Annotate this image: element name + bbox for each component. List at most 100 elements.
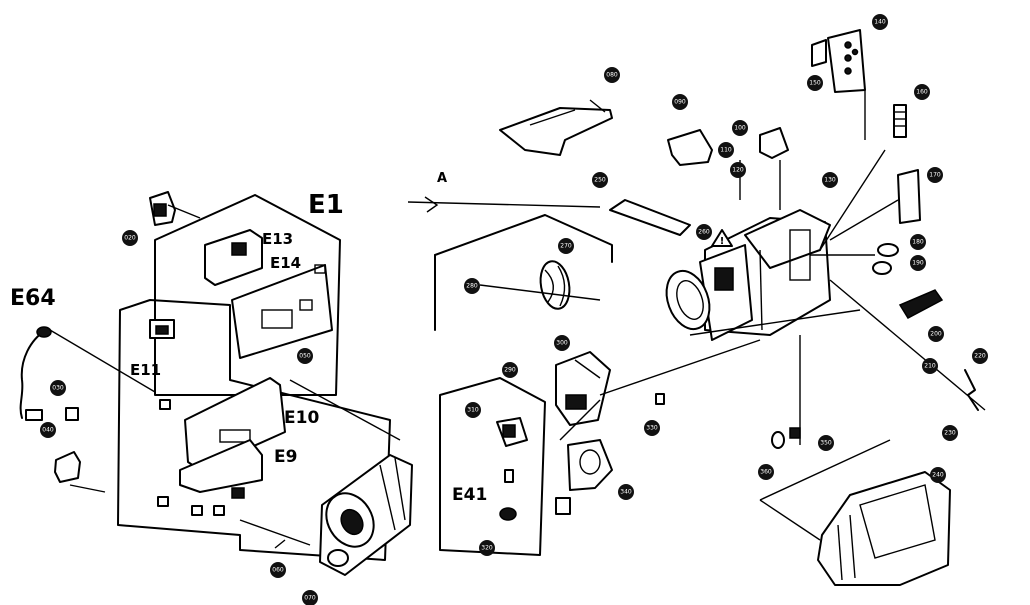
clip-a [877, 243, 899, 257]
small-part-c [213, 505, 225, 516]
label-e10: E10 [284, 408, 319, 428]
svg-text:330: 330 [646, 425, 658, 432]
label-e13: E13 [262, 230, 293, 248]
callout: 080 [604, 67, 620, 83]
e14-component-2 [299, 299, 313, 311]
svg-text:130: 130 [824, 177, 836, 184]
svg-text:140: 140 [874, 19, 886, 26]
warning-triangle [711, 229, 733, 247]
callout: 340 [618, 484, 634, 500]
callout: 020 [122, 230, 138, 246]
grip-part [539, 260, 571, 310]
svg-text:100: 100 [734, 125, 746, 132]
e41-part [496, 417, 528, 521]
svg-text:150: 150 [809, 80, 821, 87]
battery-contact [54, 451, 81, 483]
top-connector [149, 191, 176, 226]
reference-labels: E1 E13 E14 E64 E11 E10 E9 E41 A [10, 171, 487, 505]
callout: 140 [872, 14, 888, 30]
svg-text:290: 290 [504, 367, 516, 374]
right-assembly: ! [407, 29, 986, 586]
svg-text:240: 240 [932, 472, 944, 479]
small-part-b [191, 505, 203, 516]
callout: 060 [270, 562, 286, 578]
svg-text:160: 160 [916, 89, 928, 96]
e14-component-3 [314, 264, 326, 274]
svg-text:280: 280 [466, 283, 478, 290]
svg-text:220: 220 [974, 353, 986, 360]
clip-b [872, 261, 892, 275]
svg-text:180: 180 [912, 239, 924, 246]
e10-component [219, 429, 251, 443]
svg-text:080: 080 [606, 72, 618, 79]
e14-component [261, 309, 293, 329]
e41-subpanel-outline [439, 377, 546, 556]
e14-circuit-board [231, 264, 333, 359]
label-e11: E11 [130, 361, 161, 379]
lower-lens-block [555, 439, 613, 515]
e64-cable [19, 326, 52, 421]
callout: 180 [910, 234, 926, 250]
e9-board [179, 439, 263, 493]
e11-switch-knob [155, 325, 169, 335]
svg-text:320: 320 [481, 545, 493, 552]
top-bracket-plate [499, 99, 613, 156]
callout: 230 [942, 425, 958, 441]
callout: 160 [914, 84, 930, 100]
callout: 300 [554, 335, 570, 351]
callout: 200 [928, 326, 944, 342]
svg-text:340: 340 [620, 489, 632, 496]
left-assembly [19, 191, 413, 576]
a-leader [407, 201, 601, 208]
callout-bubbles: 020 030 040 050 060 070 080 090 100 110 … [40, 14, 988, 605]
callout: 270 [558, 238, 574, 254]
svg-text:030: 030 [52, 385, 64, 392]
label-e1: E1 [308, 190, 344, 220]
svg-text:360: 360 [760, 469, 772, 476]
callout: 130 [822, 172, 838, 188]
callout: 110 [718, 142, 734, 158]
speaker-housing [319, 454, 413, 576]
e13-chip [231, 242, 247, 256]
screw-b [789, 427, 801, 439]
callout: 310 [465, 402, 481, 418]
small-part-d [231, 487, 245, 499]
spring [964, 369, 979, 411]
callout: 220 [972, 348, 988, 364]
label-e14: E14 [270, 254, 301, 272]
svg-text:350: 350 [820, 440, 832, 447]
callout: 090 [672, 94, 688, 110]
screw-c [771, 431, 785, 449]
svg-text:200: 200 [930, 331, 942, 338]
svg-text:070: 070 [304, 595, 316, 602]
svg-text:090: 090 [674, 99, 686, 106]
callout: 360 [758, 464, 774, 480]
callout: 040 [40, 422, 56, 438]
camera-chassis: ! [665, 209, 831, 341]
connector-right [759, 127, 789, 159]
left-leader-lines [49, 204, 401, 549]
callout: 350 [818, 435, 834, 451]
top-right-board [811, 29, 866, 93]
small-cube [65, 407, 79, 421]
callout: 150 [807, 75, 823, 91]
svg-text:190: 190 [912, 260, 924, 267]
callout: 070 [302, 590, 318, 605]
callout: 100 [732, 120, 748, 136]
svg-text:060: 060 [272, 567, 284, 574]
callout: 170 [927, 167, 943, 183]
svg-text:110: 110 [720, 147, 732, 154]
callout: 050 [297, 348, 313, 364]
callout: 030 [50, 380, 66, 396]
right-outline-top [434, 214, 613, 263]
callout: 240 [930, 467, 946, 483]
small-part-a [157, 496, 169, 507]
callout: 250 [592, 172, 608, 188]
callout: 320 [479, 540, 495, 556]
svg-text:310: 310 [467, 407, 479, 414]
svg-text:230: 230 [944, 430, 956, 437]
svg-text:050: 050 [299, 353, 311, 360]
svg-text:250: 250 [594, 177, 606, 184]
